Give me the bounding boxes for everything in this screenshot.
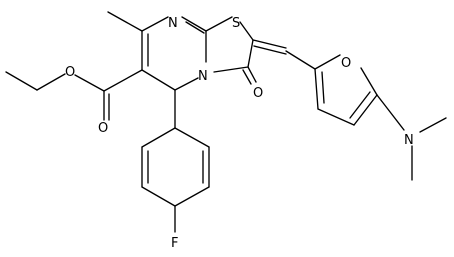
bond-lines [5,11,447,233]
bond [285,50,316,70]
bond [107,11,143,32]
bond [213,66,249,73]
bond [252,39,287,49]
bond [36,73,66,91]
atom-label-s-thiazole: S [232,16,240,31]
atom-label-o-furan: O [341,56,351,71]
bond [314,68,319,110]
bond [174,77,199,91]
bond [141,69,176,91]
bond [349,91,371,119]
bond [185,21,205,34]
atom-label-n-dimethylamino: N [404,133,414,148]
bond [242,69,252,85]
bond [314,54,341,70]
bond [141,16,169,32]
bond [5,71,38,91]
atom-label-o-ester: O [65,65,75,80]
bond [103,69,143,92]
bond [321,71,325,104]
bond [141,127,176,148]
bond [253,45,287,55]
bond [247,39,254,68]
bond [74,74,105,92]
atom-label-o-oxo: O [253,86,263,101]
bond [141,186,176,207]
bond [174,127,210,148]
atom-label-n-bridgehead: N [198,69,208,84]
bond [174,186,210,207]
bond [353,94,378,126]
bond [181,16,207,32]
bond [419,117,447,133]
atom-labels: O O N S N O O N F [65,16,414,251]
bond [205,16,233,32]
bond [247,66,257,83]
atom-label-f: F [171,236,178,251]
atom-label-n-pyrimidine: N [168,16,178,31]
bond [317,108,355,126]
bond [239,21,254,41]
bond [376,94,405,131]
bond [360,67,378,96]
atom-label-o-carbonyl: O [98,121,108,136]
